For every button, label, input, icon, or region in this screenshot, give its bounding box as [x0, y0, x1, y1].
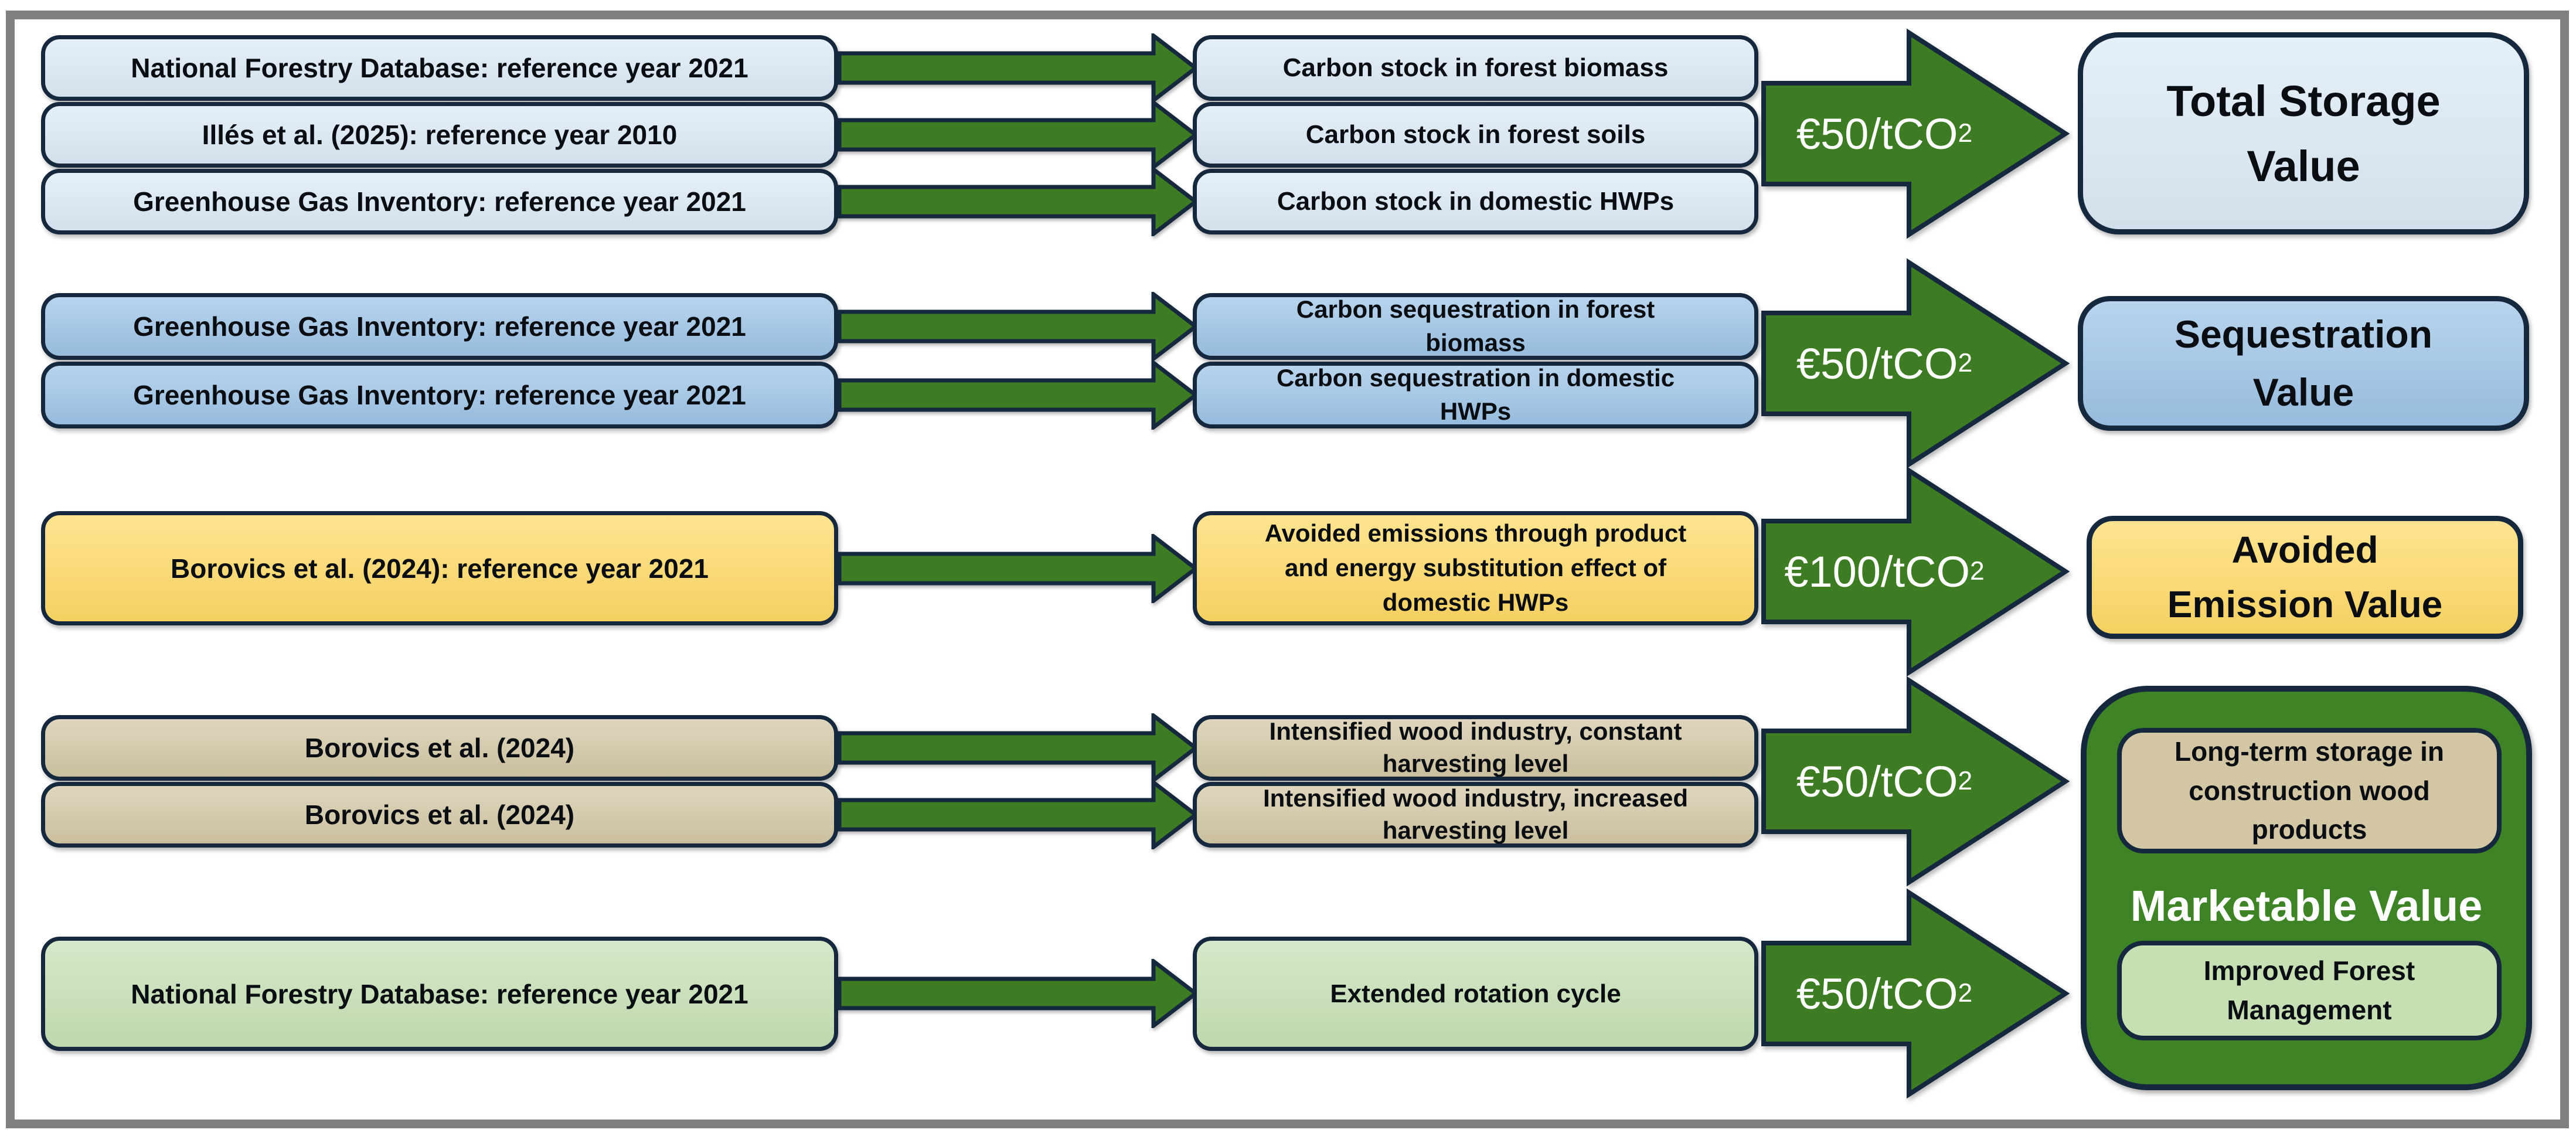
marketable-value-container: Long-term storage in construction wood p…	[2081, 686, 2532, 1090]
flow-arrow-icon	[837, 780, 1199, 849]
value-label: Avoided Emission Value	[2167, 529, 2443, 625]
indicator-intensified-wood-constant-harvest: Intensified wood industry, constant harv…	[1193, 715, 1758, 781]
value-label: Total Storage Value	[2166, 76, 2441, 190]
indicator-intensified-wood-increased-harvest: Intensified wood industry, increased har…	[1193, 782, 1758, 848]
marketable-value-title: Marketable Value	[2130, 881, 2483, 930]
indicator-carbon-sequestration-forest-biomass: Carbon sequestration in forest biomass	[1193, 293, 1758, 360]
marketable-improved-forest-management-box: Improved Forest Management	[2117, 941, 2502, 1040]
source-label: Illés et al. (2025): reference year 2010	[202, 120, 678, 150]
indicator-carbon-stock-domestic-hwps: Carbon stock in domestic HWPs	[1193, 169, 1758, 234]
source-label: Borovics et al. (2024): reference year 2…	[171, 553, 709, 584]
avoided-emission-value-box: Avoided Emission Value	[2087, 516, 2523, 639]
source-label: Greenhouse Gas Inventory: reference year…	[133, 311, 746, 342]
flow-arrow-icon	[837, 713, 1199, 782]
source-ghg-inventory-2021: Greenhouse Gas Inventory: reference year…	[41, 362, 838, 428]
indicator-label: Carbon stock in forest biomass	[1282, 53, 1669, 83]
indicator-label: Carbon stock in domestic HWPs	[1277, 187, 1675, 216]
sequestration-value-box: Sequestration Value	[2078, 296, 2529, 431]
marketable-long-term-storage-box: Long-term storage in construction wood p…	[2117, 728, 2502, 853]
indicator-carbon-sequestration-domestic-hwps: Carbon sequestration in domestic HWPs	[1193, 362, 1758, 428]
source-borovics-2024-ref-2021: Borovics et al. (2024): reference year 2…	[41, 511, 838, 625]
flow-arrow-icon	[837, 959, 1199, 1028]
source-borovics-2024: Borovics et al. (2024)	[41, 782, 838, 848]
flow-arrow-icon	[837, 360, 1199, 430]
indicator-carbon-stock-forest-soils: Carbon stock in forest soils	[1193, 102, 1758, 168]
source-label: Borovics et al. (2024)	[304, 733, 575, 763]
flow-arrow-icon	[837, 534, 1199, 603]
indicator-extended-rotation-cycle: Extended rotation cycle	[1193, 937, 1758, 1051]
total-storage-value-box: Total Storage Value	[2078, 32, 2529, 234]
source-ghg-inventory-2021: Greenhouse Gas Inventory: reference year…	[41, 169, 838, 234]
source-national-forestry-db-2021: National Forestry Database: reference ye…	[41, 937, 838, 1051]
diagram-border-frame	[6, 11, 2569, 1128]
flow-arrow-icon	[837, 167, 1199, 236]
source-national-forestry-db-2021: National Forestry Database: reference ye…	[41, 35, 838, 101]
inner-box-label: Improved Forest Management	[2203, 955, 2415, 1025]
indicator-carbon-stock-forest-biomass: Carbon stock in forest biomass	[1193, 35, 1758, 101]
source-illes-2025: Illés et al. (2025): reference year 2010	[41, 102, 838, 168]
source-label: National Forestry Database: reference ye…	[131, 978, 748, 1009]
source-ghg-inventory-2021: Greenhouse Gas Inventory: reference year…	[41, 293, 838, 360]
indicator-label: Carbon sequestration in forest biomass	[1296, 295, 1655, 356]
flow-arrow-icon	[837, 33, 1199, 103]
indicator-label: Carbon sequestration in domestic HWPs	[1276, 364, 1675, 425]
flow-arrow-icon	[837, 292, 1199, 361]
big-arrow-icon	[1761, 258, 2070, 469]
indicator-label: Extended rotation cycle	[1330, 979, 1621, 1008]
big-arrow-icon	[1761, 676, 2070, 887]
source-label: Greenhouse Gas Inventory: reference year…	[133, 380, 746, 410]
source-borovics-2024: Borovics et al. (2024)	[41, 715, 838, 781]
value-label: Sequestration Value	[2174, 312, 2433, 414]
indicator-label: Carbon stock in forest soils	[1305, 120, 1646, 149]
source-label: National Forestry Database: reference ye…	[131, 53, 748, 83]
big-arrow-icon	[1761, 466, 2070, 677]
flow-arrow-icon	[837, 100, 1199, 169]
big-arrow-icon	[1761, 28, 2070, 239]
source-label: Greenhouse Gas Inventory: reference year…	[133, 186, 746, 217]
indicator-label: Avoided emissions through product and en…	[1264, 519, 1687, 616]
indicator-label: Intensified wood industry, increased har…	[1263, 784, 1688, 844]
indicator-label: Intensified wood industry, constant harv…	[1269, 717, 1682, 777]
indicator-avoided-emissions-substitution: Avoided emissions through product and en…	[1193, 511, 1758, 625]
big-arrow-icon	[1761, 888, 2070, 1099]
inner-box-label: Long-term storage in construction wood p…	[2174, 736, 2445, 845]
source-label: Borovics et al. (2024)	[304, 799, 575, 830]
